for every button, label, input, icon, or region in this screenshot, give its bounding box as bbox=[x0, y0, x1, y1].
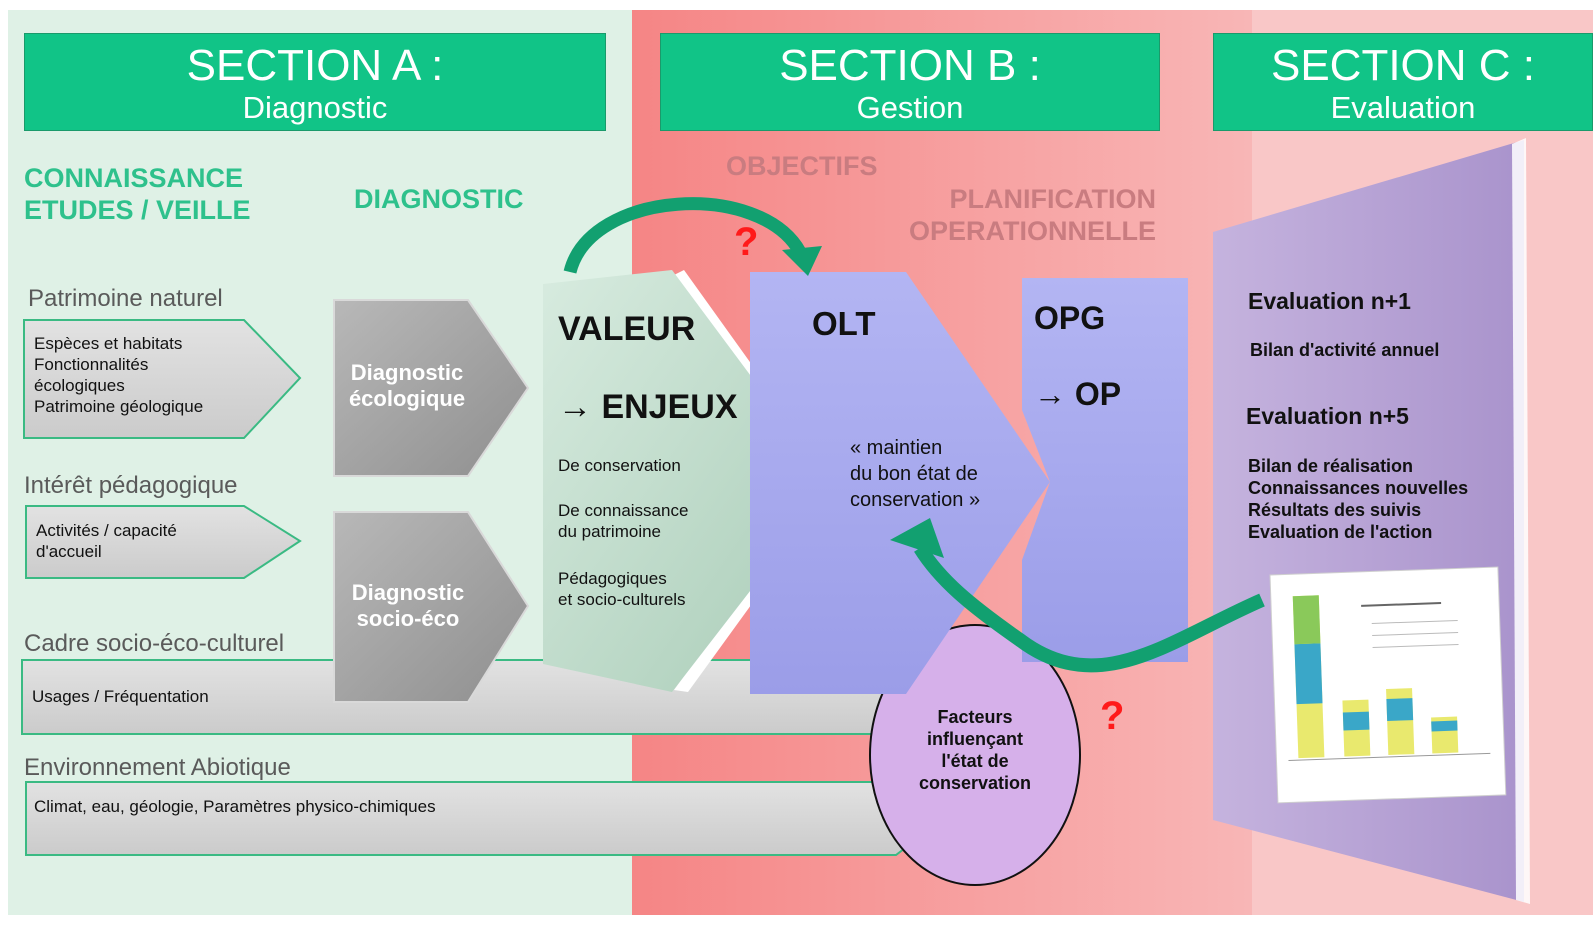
connaissance-heading-line2: ETUDES / VEILLE bbox=[24, 195, 251, 225]
opg-shape bbox=[1022, 278, 1188, 662]
diagnostic-socio-line: Diagnostic bbox=[351, 580, 465, 605]
arrow-pedagogique bbox=[25, 505, 302, 579]
evaluation-n1-title: Evaluation n+1 bbox=[1248, 288, 1411, 314]
planification-heading: PLANIFICATION OPERATIONNELLE bbox=[880, 183, 1156, 247]
facteurs-line: Facteurs bbox=[937, 707, 1013, 727]
enjeux-title: → ENJEUX bbox=[558, 388, 738, 426]
patrimoine-line: Espèces et habitats bbox=[34, 334, 183, 353]
evaluation-n5-title: Evaluation n+5 bbox=[1246, 403, 1409, 429]
olt-text-line: « maintien bbox=[850, 437, 943, 459]
pedagogique-label: Intérêt pédagogique bbox=[24, 472, 238, 499]
facteurs-text: Facteurs influençant l'état de conservat… bbox=[915, 706, 1035, 794]
section-c-title: SECTION C : bbox=[1270, 41, 1536, 90]
diagnostic-socio-label: Diagnostic socio-éco bbox=[338, 580, 478, 632]
question-mark-top: ? bbox=[734, 220, 759, 264]
valeur-item-line: du patrimoine bbox=[558, 522, 662, 541]
objectifs-heading: OBJECTIFS bbox=[726, 151, 878, 181]
curved-arrow-icon bbox=[782, 246, 822, 276]
mini-chart-bar bbox=[1294, 643, 1323, 705]
diagnostic-socio-shape bbox=[333, 511, 530, 703]
evaluation-n5-line: Connaissances nouvelles bbox=[1248, 478, 1469, 498]
abiotique-text: Climat, eau, géologie, Paramètres physic… bbox=[34, 797, 436, 816]
section-b-subtitle: Gestion bbox=[856, 90, 964, 125]
valeur-item-line: De connaissance bbox=[558, 501, 689, 520]
curved-arrow-icon bbox=[563, 197, 806, 274]
mini-chart-bar bbox=[1342, 711, 1370, 731]
patrimoine-line: écologiques bbox=[34, 376, 125, 395]
evaluation-n5-line: Résultats des suivis bbox=[1248, 500, 1422, 520]
olt-shape bbox=[750, 272, 1050, 694]
olt-title: OLT bbox=[812, 305, 876, 342]
valeur-shape bbox=[543, 270, 832, 692]
olt-text: « maintien du bon état de conservation » bbox=[850, 435, 980, 513]
valeur-item: De conservation bbox=[558, 456, 681, 475]
evaluation-n5-line: Evaluation de l'action bbox=[1248, 522, 1433, 542]
valeur-item-line: Pédagogiques bbox=[558, 569, 667, 588]
abiotique-label: Environnement Abiotique bbox=[24, 754, 291, 781]
pedagogique-line: d'accueil bbox=[36, 542, 102, 561]
facteurs-ellipse bbox=[869, 624, 1081, 886]
op-title: → OP bbox=[1034, 376, 1122, 412]
arrow-abiotique bbox=[25, 781, 946, 856]
diagnostic-ecologique-shape bbox=[333, 299, 530, 477]
mini-chart-bar bbox=[1386, 688, 1415, 755]
patrimoine-text: Espèces et habitats Fonctionnalités écol… bbox=[34, 333, 203, 417]
connaissance-heading-line1: CONNAISSANCE bbox=[24, 163, 244, 193]
diagnostic-ecologique-label: Diagnostic écologique bbox=[338, 360, 476, 412]
patrimoine-label: Patrimoine naturel bbox=[28, 285, 223, 312]
section-b-title: SECTION B : bbox=[779, 41, 1041, 90]
mini-chart bbox=[1269, 566, 1507, 804]
section-b-header: SECTION B : Gestion bbox=[660, 33, 1160, 131]
evaluation-panel-edge bbox=[1512, 138, 1530, 904]
mini-chart-bar bbox=[1431, 720, 1458, 732]
pedagogique-text: Activités / capacité d'accueil bbox=[36, 520, 177, 562]
question-mark-bottom: ? bbox=[1100, 694, 1125, 738]
curved-arrow-icon bbox=[890, 518, 944, 558]
diagnostic-ecologique-line: Diagnostic bbox=[350, 360, 464, 385]
mini-chart-bar bbox=[1292, 595, 1321, 645]
section-a-background bbox=[8, 10, 632, 915]
diagnostic-socio-line: socio-éco bbox=[356, 606, 460, 631]
olt-text-line: conservation » bbox=[850, 489, 981, 511]
facteurs-line: l'état de bbox=[941, 751, 1009, 771]
pedagogique-line: Activités / capacité bbox=[36, 521, 177, 540]
section-c-subtitle: Evaluation bbox=[1330, 90, 1476, 125]
olt-text-line: du bon état de bbox=[850, 463, 978, 485]
planification-heading-line2: OPERATIONNELLE bbox=[908, 216, 1156, 246]
patrimoine-line: Patrimoine géologique bbox=[34, 397, 204, 416]
connaissance-heading: CONNAISSANCE ETUDES / VEILLE bbox=[24, 162, 251, 226]
mini-chart-bar bbox=[1386, 698, 1414, 721]
valeur-item: Pédagogiques et socio-culturels bbox=[558, 568, 686, 610]
planification-heading-line1: PLANIFICATION bbox=[949, 184, 1156, 214]
section-c-header: SECTION C : Evaluation bbox=[1213, 33, 1593, 131]
patrimoine-line: Fonctionnalités bbox=[34, 355, 149, 374]
diagnostic-ecologique-line: écologique bbox=[348, 386, 466, 411]
diagnostic-heading: DIAGNOSTIC bbox=[354, 184, 524, 214]
facteurs-line: conservation bbox=[918, 773, 1032, 793]
facteurs-line: influençant bbox=[926, 729, 1023, 749]
valeur-item: De connaissance du patrimoine bbox=[558, 500, 688, 542]
section-a-subtitle: Diagnostic bbox=[242, 90, 388, 125]
evaluation-n5-list: Bilan de réalisation Connaissances nouve… bbox=[1248, 455, 1468, 543]
valeur-item-line: et socio-culturels bbox=[558, 590, 686, 609]
valeur-title: VALEUR bbox=[558, 310, 696, 348]
arrow-patrimoine bbox=[23, 319, 302, 439]
section-a-header: SECTION A : Diagnostic bbox=[24, 33, 606, 131]
cadre-label: Cadre socio-éco-culturel bbox=[24, 630, 285, 657]
evaluation-n1-line: Bilan d'activité annuel bbox=[1250, 340, 1440, 360]
section-a-title: SECTION A : bbox=[186, 41, 444, 90]
evaluation-n5-line: Bilan de réalisation bbox=[1248, 456, 1414, 476]
cadre-text: Usages / Fréquentation bbox=[32, 687, 209, 706]
curved-arrow-icon bbox=[914, 544, 1265, 673]
opg-title: OPG bbox=[1034, 300, 1106, 336]
